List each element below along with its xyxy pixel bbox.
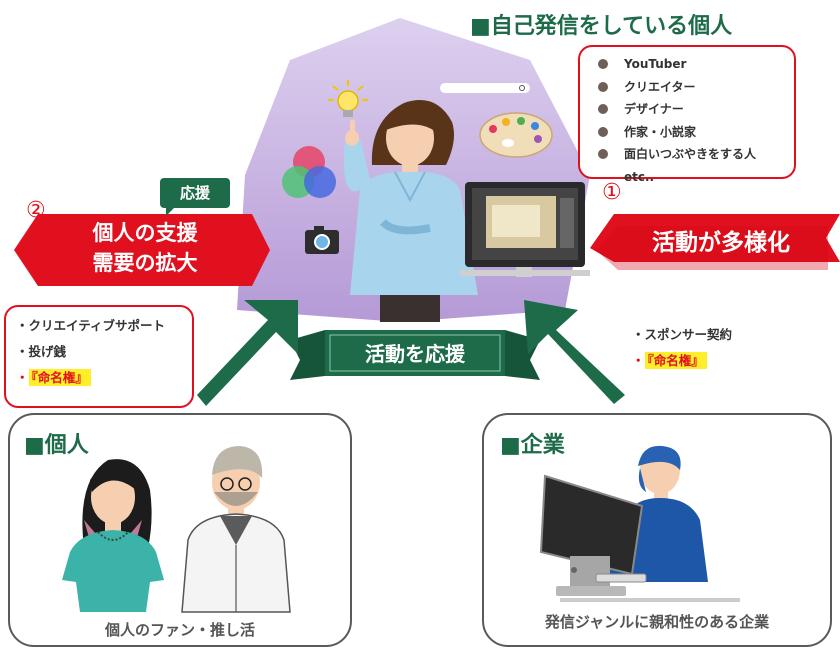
company-support-list: ・スポンサー契約 ・『命名権』	[632, 322, 732, 374]
list-item: 作家・小説家	[598, 121, 794, 144]
support-tag-text: 応援	[179, 184, 210, 202]
company-title: ■企業	[500, 433, 565, 458]
number-two-label: ②	[26, 198, 46, 223]
hub-title: ■自己発信をしている個人	[470, 14, 733, 39]
list-item: ・クリエイティブサポート	[16, 318, 166, 333]
demand-banner-line2: 需要の拡大	[92, 251, 198, 275]
list-item: 面白いつぶやきをする人	[598, 143, 794, 166]
company-caption: 発信ジャンルに親和性のある企業	[544, 613, 770, 631]
individual-title: ■個人	[24, 433, 89, 458]
list-item-etc: etc..	[624, 169, 655, 184]
color-wheel-icon	[282, 146, 336, 198]
list-item: デザイナー	[598, 98, 794, 121]
creator-types-list: YouTuber クリエイター デザイナー 作家・小説家 面白いつぶやきをする人…	[578, 45, 796, 184]
individual-panel: ■個人 個人のファン・推し活	[8, 413, 352, 647]
company-panel: ■企業 発信ジャンルに親和性のある企業	[482, 413, 832, 647]
left-up-arrow	[197, 300, 298, 406]
number-one-label: ①	[602, 180, 622, 205]
bullet-icon	[598, 81, 608, 92]
bullet-icon	[598, 126, 608, 137]
individual-caption: 個人のファン・推し活	[104, 621, 255, 639]
demand-banner-text: 個人の支援 需要の拡大	[40, 218, 250, 278]
creator-woman-illustration	[344, 100, 478, 322]
bullet-icon	[598, 149, 608, 159]
list-item: ・『命名権』	[632, 348, 732, 374]
camera-icon	[305, 226, 339, 254]
naming-rights-highlight: 『命名権』	[644, 352, 707, 369]
demand-banner-line1: 個人の支援	[92, 221, 198, 245]
search-bar-icon	[440, 83, 530, 93]
support-tag-shape	[160, 178, 230, 208]
center-ribbon	[290, 330, 540, 380]
diversify-banner-text: 活動が多様化	[652, 230, 790, 256]
list-item: クリエイター	[598, 76, 794, 99]
bullet-icon	[598, 59, 608, 69]
center-ribbon-text: 活動を応援	[365, 342, 465, 366]
right-banner-shape	[590, 214, 840, 262]
naming-rights-highlight: 『命名権』	[28, 369, 91, 386]
list-item: ・スポンサー契約	[632, 327, 733, 342]
individual-support-list: ・クリエイティブサポート ・投げ銭 ・『命名権』	[4, 305, 194, 408]
lightbulb-icon	[328, 80, 368, 117]
monitor-illustration	[460, 182, 590, 277]
list-item: ・『命名権』	[16, 365, 192, 391]
list-item: YouTuber	[598, 53, 794, 76]
bullet-icon	[598, 104, 608, 114]
list-item: ・投げ銭	[16, 344, 67, 359]
right-up-arrow	[524, 300, 625, 404]
palette-icon	[479, 112, 553, 158]
